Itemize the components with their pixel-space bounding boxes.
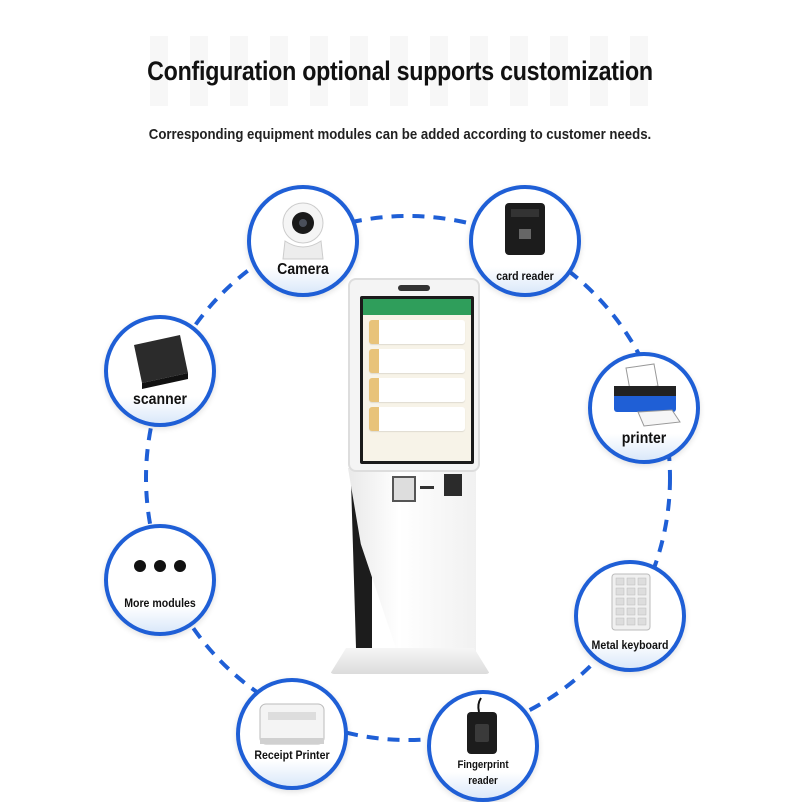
kiosk-camera-slot bbox=[398, 285, 430, 291]
module-card-reader: card reader bbox=[469, 185, 581, 297]
module-label: Metal keyboard bbox=[591, 638, 669, 652]
kiosk-card-slot bbox=[420, 486, 434, 489]
scanner-icon bbox=[134, 335, 188, 389]
kiosk-base bbox=[330, 648, 490, 674]
kiosk-terminal bbox=[330, 278, 490, 698]
page-title: Configuration optional supports customiz… bbox=[147, 56, 653, 86]
fingerprint-reader-icon bbox=[467, 697, 497, 754]
kiosk-screen-card bbox=[369, 320, 465, 344]
module-camera: Camera bbox=[247, 185, 359, 297]
kiosk-screen-frame bbox=[348, 278, 480, 472]
page-subtitle: Corresponding equipment modules can be a… bbox=[148, 126, 652, 143]
kiosk-screen-card bbox=[369, 407, 465, 431]
kiosk-screen-header bbox=[363, 299, 471, 315]
module-label: Fingerprint bbox=[457, 759, 509, 771]
module-label: scanner bbox=[132, 391, 188, 408]
module-label: More modules bbox=[124, 596, 196, 610]
module-metal-keyboard: Metal keyboard bbox=[574, 560, 686, 672]
kiosk-nfc-pad bbox=[444, 474, 462, 496]
module-fingerprint-reader: Fingerprint reader bbox=[427, 690, 539, 802]
module-printer: printer bbox=[588, 352, 700, 464]
kiosk-screen-card bbox=[369, 349, 465, 373]
module-label: Receipt Printer bbox=[254, 748, 330, 762]
module-label: printer bbox=[621, 430, 667, 447]
ellipsis-icon bbox=[134, 560, 186, 572]
kiosk-scanner-window bbox=[392, 476, 416, 502]
module-more: More modules bbox=[104, 524, 216, 636]
module-scanner: scanner bbox=[104, 315, 216, 427]
receipt-printer-icon bbox=[259, 703, 325, 745]
module-label: reader bbox=[468, 775, 498, 787]
kiosk-screen-card bbox=[369, 378, 465, 402]
kiosk-screen bbox=[360, 296, 474, 464]
keypad-icon bbox=[611, 573, 651, 631]
background-pattern bbox=[150, 36, 650, 106]
camera-icon bbox=[282, 202, 324, 260]
card-reader-icon bbox=[505, 203, 545, 255]
module-label: Camera bbox=[277, 261, 329, 278]
module-label: card reader bbox=[496, 269, 554, 283]
module-receipt-printer: Receipt Printer bbox=[236, 678, 348, 790]
printer-icon bbox=[614, 363, 681, 427]
